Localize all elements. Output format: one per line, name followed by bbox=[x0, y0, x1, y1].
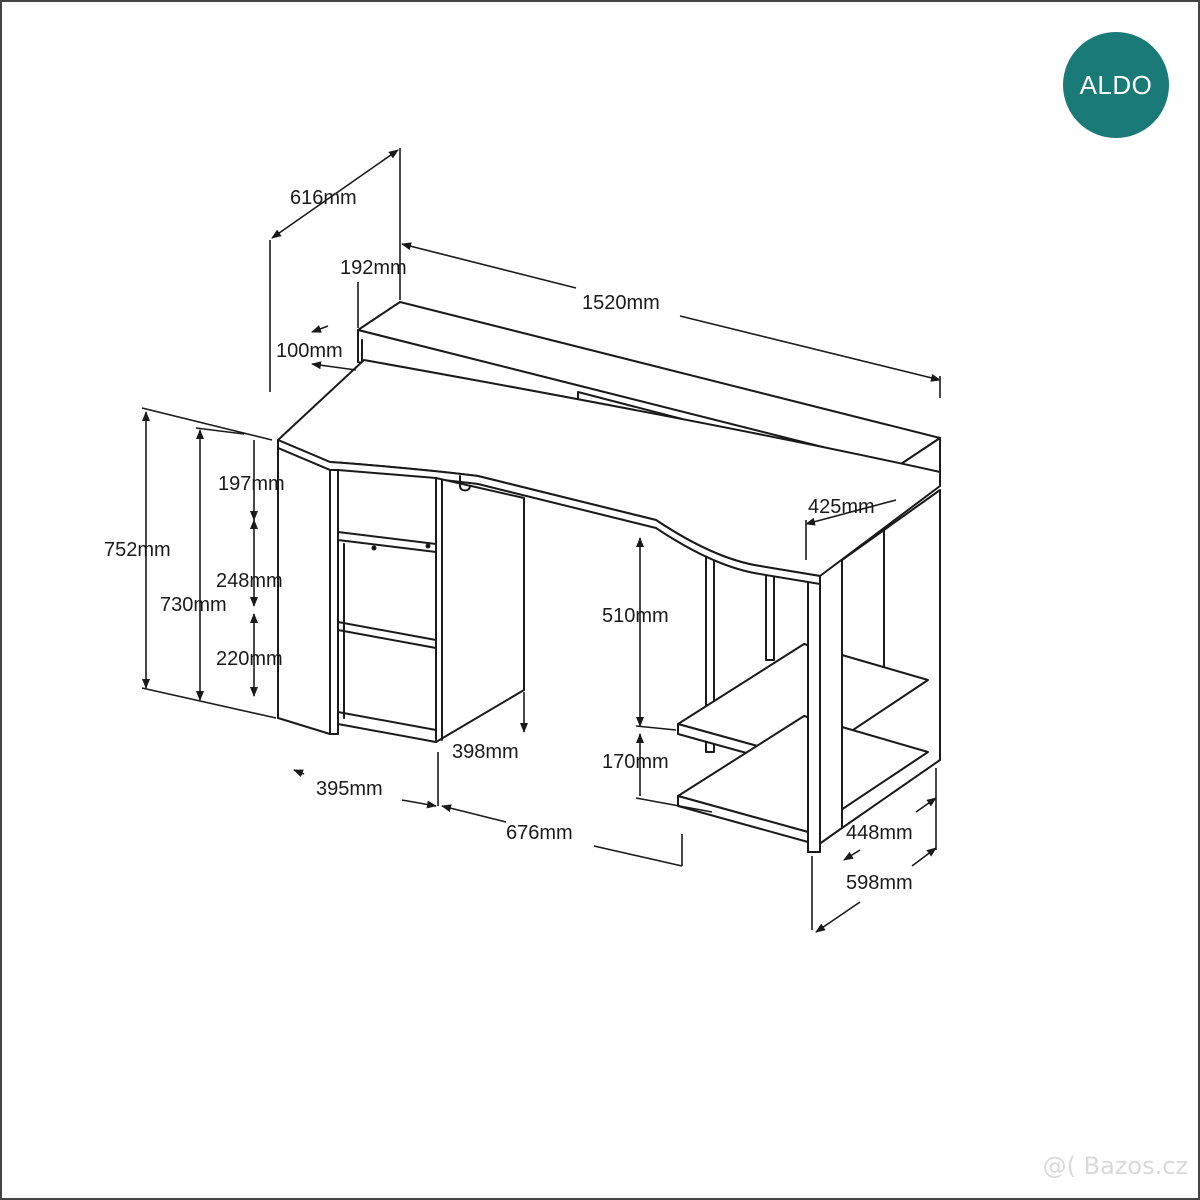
left-shelf-bottom bbox=[337, 711, 437, 743]
dim-ext-752b bbox=[141, 687, 277, 719]
label-right-upper-depth: 425mm bbox=[808, 496, 875, 518]
label-right-outer-depth: 598mm bbox=[846, 872, 913, 894]
label-left-gap-top: 197mm bbox=[218, 473, 285, 495]
label-desk-height: 730mm bbox=[160, 594, 227, 616]
dim-line-448b bbox=[843, 849, 861, 861]
brand-logo-badge bbox=[1063, 32, 1169, 138]
dimension-lines bbox=[141, 148, 941, 933]
watermark: @( Bazos.cz bbox=[1043, 1152, 1188, 1180]
label-left-cabinet-depth: 395mm bbox=[316, 778, 383, 800]
dim-line-598 bbox=[815, 901, 861, 933]
dim-line-1520a bbox=[401, 242, 577, 289]
dim-line-676b bbox=[593, 845, 683, 867]
dim-ext-730 bbox=[195, 427, 245, 435]
label-shelf-depth: 192mm bbox=[340, 257, 407, 279]
label-total-height: 752mm bbox=[104, 539, 171, 561]
dim-ext-752a bbox=[141, 407, 273, 441]
dim-line-100b bbox=[311, 361, 357, 371]
dim-line-448a bbox=[915, 797, 937, 813]
left-shelf-top bbox=[337, 531, 437, 553]
left-cabinet-side bbox=[435, 477, 525, 743]
dim-line-395a bbox=[293, 769, 305, 778]
brand-logo: ALDO bbox=[1063, 32, 1169, 138]
dim-line-676a bbox=[441, 804, 507, 823]
dim-ext-170 bbox=[635, 797, 713, 813]
label-right-open-height: 510mm bbox=[602, 605, 669, 627]
dimension-labels: 616mm 192mm 1520mm 100mm 752mm 730mm 197… bbox=[104, 187, 913, 894]
headphone-hook bbox=[459, 475, 471, 492]
left-shelf-pin bbox=[371, 545, 377, 551]
label-width: 1520mm bbox=[582, 292, 660, 314]
dim-line-425 bbox=[805, 499, 897, 526]
label-left-cabinet-front: 398mm bbox=[452, 741, 519, 763]
label-knee-width: 676mm bbox=[506, 822, 573, 844]
dim-line-395b bbox=[401, 799, 437, 809]
label-right-inner-depth: 448mm bbox=[846, 822, 913, 844]
dim-ext-510 bbox=[635, 725, 677, 731]
right-back-panel bbox=[765, 565, 775, 661]
dim-line-616 bbox=[271, 149, 399, 239]
dim-line-1520b bbox=[679, 315, 941, 382]
right-front-leg-face bbox=[807, 575, 821, 853]
label-shelf-height: 100mm bbox=[276, 340, 343, 362]
left-end-panel-front bbox=[329, 469, 339, 735]
desk-drawing bbox=[277, 301, 941, 853]
dim-line-598b bbox=[911, 847, 937, 867]
label-right-shelf-gap: 170mm bbox=[602, 751, 669, 773]
left-cabinet-back bbox=[337, 469, 437, 743]
brand-logo-text: ALDO bbox=[1080, 70, 1153, 100]
left-end-panel bbox=[277, 447, 331, 735]
label-left-gap-middle: 248mm bbox=[216, 570, 283, 592]
label-left-gap-bottom: 220mm bbox=[216, 648, 283, 670]
left-shelf-pin bbox=[425, 543, 431, 549]
label-depth-total: 616mm bbox=[290, 187, 357, 209]
dim-line-100a bbox=[311, 325, 329, 333]
left-shelf-middle bbox=[337, 621, 437, 649]
